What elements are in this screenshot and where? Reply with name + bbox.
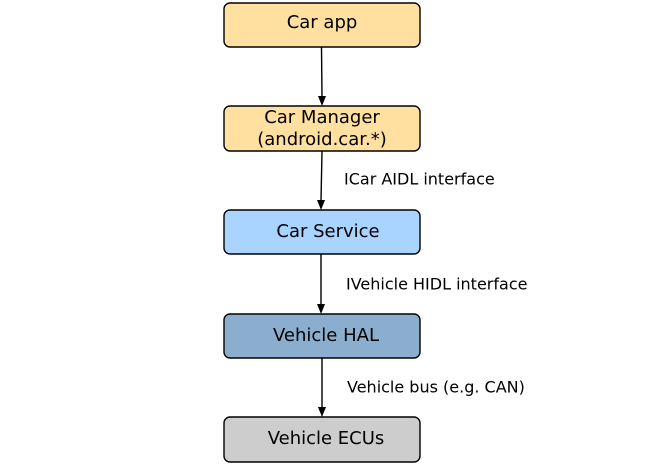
edge-line (320, 46, 323, 98)
arrow-head (317, 200, 325, 210)
arrow-head (318, 96, 326, 106)
node-label-line-1: Car Manager (264, 107, 380, 128)
edge-car-app-to-car-manager (318, 46, 326, 106)
node-car-app: Car app (223, 2, 421, 48)
edge-label-vehicle-bus: Vehicle bus (e.g. CAN) (347, 378, 525, 397)
node-box (223, 2, 421, 48)
node-box (223, 313, 421, 359)
node-car-manager: Car Manager (android.car.*) (223, 105, 421, 152)
edge-label-icar-aidl: ICar AIDL interface (344, 170, 495, 189)
node-vehicle-hal: Vehicle HAL (223, 313, 421, 359)
edge-label-ivehicle-hidl: IVehicle HIDL interface (346, 275, 527, 294)
node-car-service: Car Service (223, 209, 421, 255)
edge-car-manager-to-car-service: ICar AIDL interface (317, 150, 495, 210)
node-label: Vehicle HAL (273, 325, 379, 346)
arrow-head (317, 304, 325, 314)
node-label: Car Service (276, 221, 379, 242)
node-label: Car app (287, 12, 358, 33)
node-box (223, 105, 421, 152)
arrow-head (318, 407, 326, 417)
edge-line (320, 150, 323, 202)
node-box (223, 416, 421, 463)
node-vehicle-ecus: Vehicle ECUs (223, 416, 421, 463)
edge-vehicle-hal-to-vehicle-ecus: Vehicle bus (e.g. CAN) (318, 358, 525, 417)
node-label-line-2: (android.car.*) (257, 129, 386, 150)
node-label: Vehicle ECUs (268, 428, 385, 449)
node-box (223, 209, 421, 255)
edge-car-service-to-vehicle-hal: IVehicle HIDL interface (317, 254, 527, 314)
